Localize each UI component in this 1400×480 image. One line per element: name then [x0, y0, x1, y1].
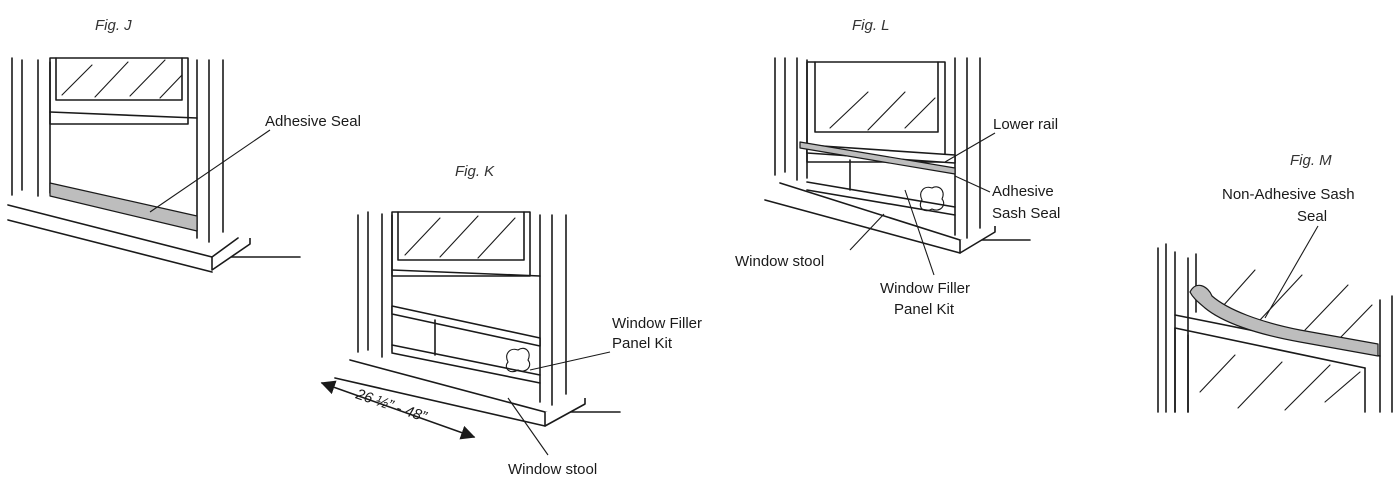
fig-k-sash [391, 211, 531, 277]
fig-m-non-adhesive-seal [1189, 284, 1379, 357]
fig-j-seal-leader [149, 129, 271, 213]
fig-j-sash [49, 57, 189, 125]
fig-l-right-jamb [954, 57, 981, 239]
fig-j-title: Fig. J [95, 17, 132, 34]
fig-k-left-jamb [357, 211, 393, 358]
fig-j-stool-end [211, 238, 251, 271]
fig-l-adhesive-sash-seal-strip [799, 141, 956, 175]
fig-l-left-jamb [774, 57, 808, 181]
fig-k-right-jamb [539, 214, 567, 406]
fig-m-label-line1: Non-Adhesive Sash [1222, 186, 1355, 203]
fig-j-right-jamb [196, 59, 224, 243]
fig-l: Fig. L Lower rail Adhesive Sash Seal Win… [735, 17, 1060, 318]
fig-k-glass [404, 215, 516, 259]
fig-l-glass [829, 91, 936, 131]
fig-k-filler-label-line2: Panel Kit [612, 335, 673, 352]
fig-m-label-line2: Seal [1297, 208, 1327, 225]
fig-k-lower-rail [391, 305, 541, 347]
fig-l-filler-panel [806, 159, 956, 216]
fig-k-title: Fig. K [455, 163, 495, 180]
fig-m-title: Fig. M [1290, 152, 1332, 169]
fig-k-filler-label-line1: Window Filler [612, 315, 702, 332]
fig-m-left-jamb [1157, 243, 1189, 413]
fig-j-stool-front [7, 219, 213, 273]
fig-k-filler-panel [391, 319, 541, 384]
fig-j-glass [61, 59, 183, 99]
fig-j-adhesive-seal-strip [49, 182, 198, 232]
fig-m-lower-glass [1199, 354, 1361, 411]
fig-j-left-jamb [11, 57, 51, 197]
fig-j-adhesive-seal-label: Adhesive Seal [265, 113, 361, 130]
fig-l-adhesive-label-line2: Sash Seal [992, 205, 1060, 222]
fig-j: Fig. J Adhesive Seal [7, 17, 361, 273]
fig-k-window-stool-label: Window stool [508, 461, 597, 478]
fig-l-window-stool-label: Window stool [735, 253, 824, 270]
fig-l-lower-rail-label: Lower rail [993, 116, 1058, 133]
fig-l-title: Fig. L [852, 17, 890, 34]
fig-k-stool-end [544, 398, 586, 427]
fig-m-upper-glass [1214, 269, 1373, 339]
fig-l-filler-label-line1: Window Filler [880, 280, 970, 297]
fig-l-stool-end [959, 226, 996, 254]
fig-k-dimension-arrow [320, 380, 476, 440]
fig-m-leader [1264, 225, 1319, 319]
fig-l-vent-cutout [919, 186, 945, 212]
fig-l-adhesive-label-line1: Adhesive [992, 183, 1054, 200]
fig-l-sash [806, 61, 946, 163]
fig-k-vent-cutout [505, 347, 531, 373]
fig-m-right-jamb [1379, 295, 1393, 413]
fig-k: Fig. K Window Filler Panel Kit 26 ½” - 4… [320, 163, 702, 478]
fig-m: Fig. M Non-Adhesive Sash Seal [1157, 152, 1393, 413]
fig-l-filler-label-line2: Panel Kit [894, 301, 955, 318]
